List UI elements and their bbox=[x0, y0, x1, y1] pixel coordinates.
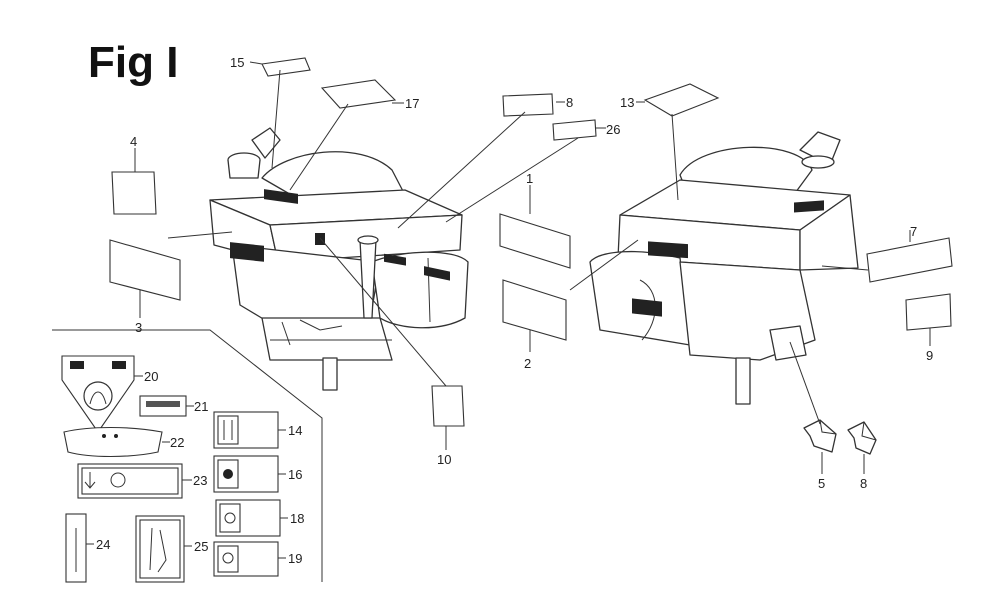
decal-9 bbox=[905, 293, 952, 331]
callout-10: 10 bbox=[437, 452, 451, 467]
callout-7: 7 bbox=[910, 224, 917, 239]
callout-13: 13 bbox=[620, 95, 634, 110]
callout-4: 4 bbox=[130, 134, 137, 149]
clip-5 bbox=[803, 419, 837, 453]
decal-7 bbox=[866, 237, 953, 283]
decal-15 bbox=[261, 57, 311, 77]
left-engine bbox=[209, 127, 469, 391]
leader-lines bbox=[134, 61, 931, 474]
callout-22: 22 bbox=[170, 435, 184, 450]
decal-24 bbox=[65, 513, 94, 583]
decal-10 bbox=[431, 385, 465, 427]
right-engine bbox=[589, 131, 859, 405]
decal-19 bbox=[213, 541, 286, 577]
callout-8-bottom: 8 bbox=[860, 476, 867, 491]
inset-border bbox=[52, 329, 323, 582]
left-label-patch-d bbox=[384, 253, 406, 266]
decal-1 bbox=[499, 213, 571, 269]
clip-8 bbox=[847, 421, 877, 455]
decal-14 bbox=[213, 411, 286, 449]
figure-title: Fig I bbox=[88, 38, 179, 87]
decal-22 bbox=[63, 426, 170, 458]
left-label-patch-c bbox=[315, 233, 325, 245]
right-label-patch-a bbox=[648, 241, 688, 259]
decal-16 bbox=[213, 455, 286, 493]
left-label-patch-a bbox=[230, 242, 264, 262]
decal-4 bbox=[111, 171, 157, 215]
callout-20: 20 bbox=[144, 369, 158, 384]
callout-21: 21 bbox=[194, 399, 208, 414]
callout-18: 18 bbox=[290, 511, 304, 526]
right-label-patch-c bbox=[794, 200, 824, 213]
callout-15: 15 bbox=[230, 55, 244, 70]
callout-9: 9 bbox=[926, 348, 933, 363]
decal-23 bbox=[77, 463, 192, 499]
decal-25 bbox=[135, 515, 192, 583]
callout-2: 2 bbox=[524, 356, 531, 371]
callout-5: 5 bbox=[818, 476, 825, 491]
callout-14: 14 bbox=[288, 423, 302, 438]
decal-13 bbox=[643, 83, 720, 117]
decal-2 bbox=[502, 279, 567, 341]
callout-1: 1 bbox=[526, 171, 533, 186]
decal-18 bbox=[215, 499, 288, 537]
callout-19: 19 bbox=[288, 551, 302, 566]
callout-23: 23 bbox=[193, 473, 207, 488]
decal-8 bbox=[502, 93, 554, 117]
callout-25: 25 bbox=[194, 539, 208, 554]
callout-17: 17 bbox=[405, 96, 419, 111]
callout-26: 26 bbox=[606, 122, 620, 137]
callout-labels: 15 17 4 3 8 26 13 1 2 7 9 10 5 8 20 21 2… bbox=[96, 55, 933, 566]
decal-3 bbox=[109, 239, 181, 301]
left-label-patch-e bbox=[424, 266, 450, 281]
decal-26 bbox=[552, 119, 597, 141]
decal-21 bbox=[139, 395, 194, 417]
callout-8-top: 8 bbox=[566, 95, 573, 110]
decal-17 bbox=[320, 79, 397, 109]
inset-decals bbox=[61, 355, 288, 583]
callout-3: 3 bbox=[135, 320, 142, 335]
right-label-patch-b bbox=[632, 298, 662, 317]
decal-20 bbox=[61, 355, 143, 433]
left-label-patch-b bbox=[264, 189, 298, 204]
callout-24: 24 bbox=[96, 537, 110, 552]
callout-16: 16 bbox=[288, 467, 302, 482]
